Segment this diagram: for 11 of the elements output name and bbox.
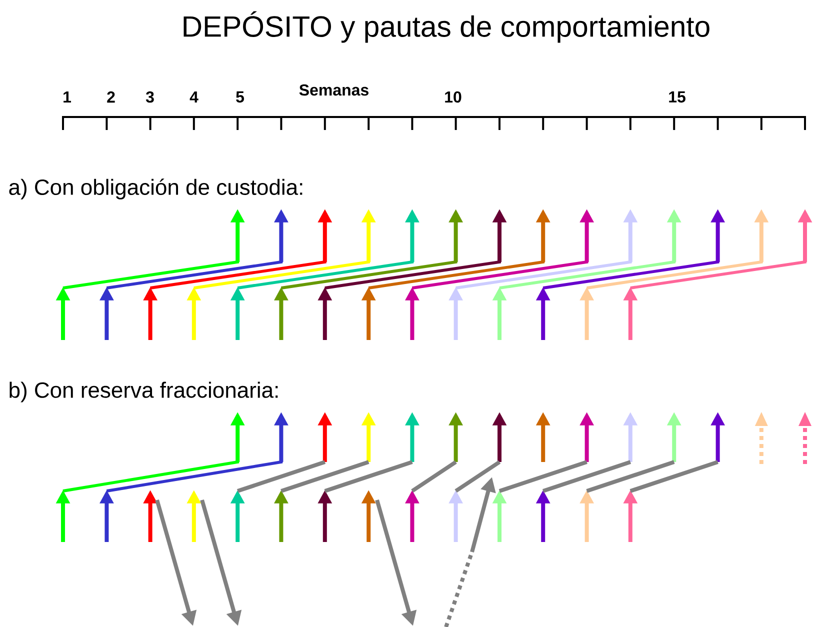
week-number: 10 (445, 91, 462, 103)
section-heading: a) Con obligación de custodia: (9, 178, 302, 200)
week-number: 3 (146, 91, 154, 103)
section-heading: b) Con reserva fraccionaria: (10, 382, 278, 402)
week-number: 4 (190, 92, 198, 102)
axis-label: Semanas (299, 84, 368, 96)
week-number: 2 (107, 91, 115, 103)
week-number: 15 (669, 91, 686, 103)
week-number: 5 (236, 91, 244, 103)
week-number: 1 (64, 92, 71, 102)
title: DEPÓSITO y pautas de comportamiento (184, 11, 710, 43)
